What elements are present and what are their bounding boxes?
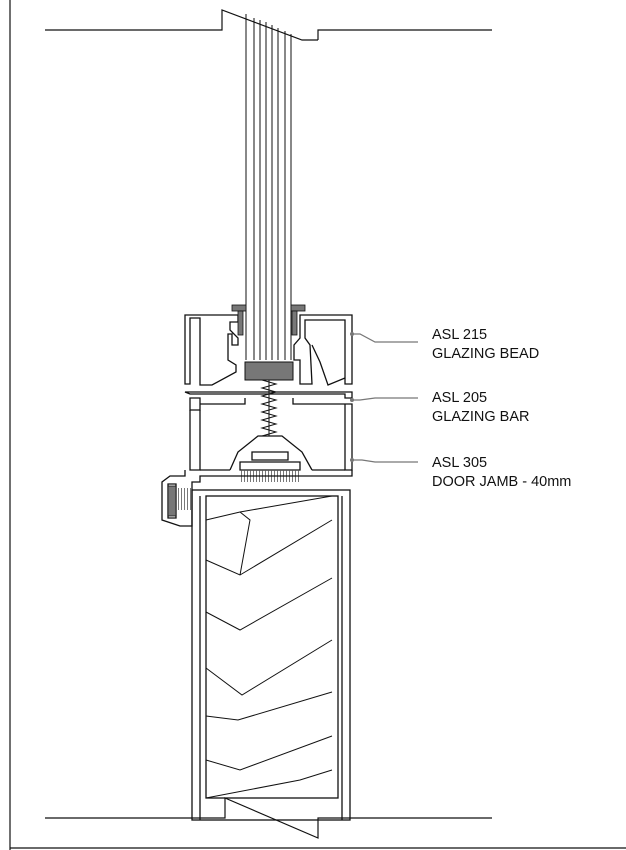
spring-connector <box>260 379 278 437</box>
callout-code-door-jamb: ASL 305 <box>432 455 488 471</box>
callout-name-glazing-bar: GLAZING BAR <box>432 409 530 425</box>
jamb-gasket <box>167 485 177 517</box>
callout-name-glazing-bead: GLAZING BEAD <box>432 346 540 362</box>
glazing-gasket-left <box>231 304 247 336</box>
jamb-brush-seal <box>176 488 192 510</box>
glazing-gasket-right <box>290 304 306 336</box>
callout-name-door-jamb: DOOR JAMB - 40mm <box>432 474 572 490</box>
callout-leaders <box>352 333 418 463</box>
glazing-bar-profile <box>184 391 353 471</box>
callout-glazing-bead: ASL 215 GLAZING BEAD <box>432 326 539 364</box>
callout-code-glazing-bar: ASL 205 <box>432 390 488 406</box>
door-leaf <box>191 489 351 821</box>
leader-dot-3 <box>350 458 354 462</box>
door-jamb-clip <box>229 435 313 471</box>
bottom-break-line <box>45 797 492 839</box>
leader-dot-1 <box>350 332 354 336</box>
glazing-infill <box>245 14 292 360</box>
leader-dot-2 <box>350 398 354 402</box>
door-timber-grain <box>205 495 333 799</box>
top-break-line <box>45 9 492 41</box>
callout-door-jamb: ASL 305 DOOR JAMB - 40mm <box>432 454 571 492</box>
callout-code-glazing-bead: ASL 215 <box>432 327 488 343</box>
setting-block <box>244 361 294 381</box>
callout-glazing-bar: ASL 205 GLAZING BAR <box>432 389 530 427</box>
glazing-bead-profile <box>184 314 353 386</box>
